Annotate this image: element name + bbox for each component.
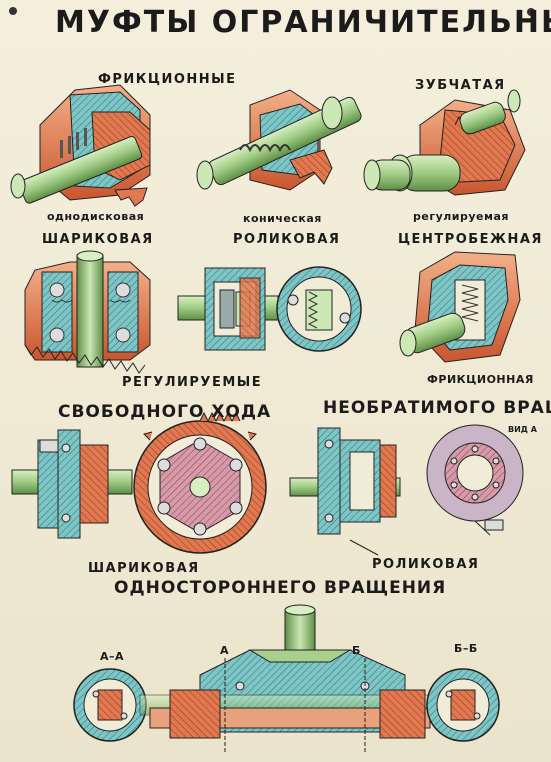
label-adjustable: регулируемая <box>413 210 509 223</box>
label-adjustable-plural: РЕГУЛИРУЕМЫЕ <box>122 375 263 390</box>
label-view-a: ВИД А <box>508 425 537 434</box>
label-conical: коническая <box>243 212 322 225</box>
freewheel-section-drawing <box>133 411 267 554</box>
pin-icon <box>9 7 17 15</box>
section-aa-drawing <box>73 668 147 742</box>
irreversible-side-drawing <box>289 427 401 556</box>
label-single-disc: однодисковая <box>47 210 145 223</box>
roller-clutch-side-drawing <box>177 267 279 351</box>
single-disc-clutch-drawing <box>10 84 151 207</box>
label-section-bb: Б–Б <box>454 642 478 655</box>
marker-b: Б <box>352 644 361 657</box>
label-roller-lower: РОЛИКОВАЯ <box>372 557 480 572</box>
ball-clutch-drawing <box>24 250 151 374</box>
one-way-side-drawing <box>139 604 441 752</box>
roller-clutch-section-drawing <box>276 266 362 352</box>
freewheel-side-drawing <box>11 429 133 539</box>
gear-clutch-drawing <box>363 89 526 196</box>
label-friction-single: ФРИКЦИОННАЯ <box>427 373 534 386</box>
label-ball-lower: ШАРИКОВАЯ <box>88 561 200 576</box>
section-gear: ЗУБЧАТАЯ <box>415 78 506 93</box>
label-ball: ШАРИКОВАЯ <box>42 232 154 247</box>
label-roller: РОЛИКОВАЯ <box>233 232 341 247</box>
section-freewheel: СВОБОДНОГО ХОДА <box>58 402 272 422</box>
poster-title: МУФТЫ ОГРАНИЧИТЕЛЬНЫЕ <box>55 5 551 40</box>
pin-icon <box>527 8 535 16</box>
section-friction: ФРИКЦИОННЫЕ <box>98 72 237 87</box>
section-irreversible: НЕОБРАТИМОГО ВРАЩЕНИЯ <box>323 398 551 418</box>
section-bb-drawing <box>426 668 500 742</box>
label-centrifugal: ЦЕНТРОБЕЖНАЯ <box>398 232 543 247</box>
marker-a: А <box>220 644 230 657</box>
centrifugal-clutch-drawing <box>399 251 521 363</box>
conical-clutch-drawing <box>196 89 362 191</box>
irreversible-view-drawing <box>426 424 524 536</box>
label-section-aa: А–А <box>100 650 125 663</box>
section-one-way: ОДНОСТОРОННЕГО ВРАЩЕНИЯ <box>114 578 447 598</box>
